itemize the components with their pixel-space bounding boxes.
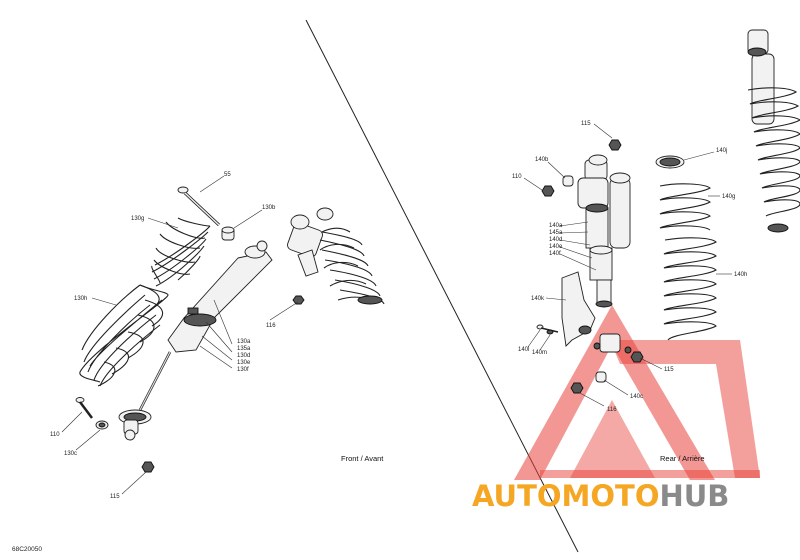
- label-140g: 140g: [722, 194, 735, 200]
- front-bolt-110: [75, 397, 93, 419]
- rear-spring-140g: [659, 183, 711, 231]
- front-washer-130c: [95, 420, 109, 430]
- front-spring-130h: [79, 284, 169, 387]
- rear-nut-115-lower: [630, 351, 644, 363]
- label-140b: 140b: [535, 157, 549, 163]
- rear-clevis: [593, 333, 632, 354]
- label-140j: 140j: [716, 148, 727, 154]
- rear-bushing-140b: [562, 175, 574, 187]
- rear-nut-110: [541, 185, 555, 197]
- label-140m: 140m: [532, 350, 547, 356]
- watermark-inner-triangle: [570, 400, 655, 478]
- rear-shock-group: 115 140b 110 140j 140g 140a 145a 140d 14…: [512, 29, 800, 463]
- label-140l: 140l: [518, 347, 529, 353]
- label-55: 55: [224, 172, 231, 178]
- front-nut-116: [292, 295, 305, 305]
- label-115-rear-lower: 115: [664, 367, 674, 373]
- front-nut-115: [141, 461, 155, 473]
- rear-leader-lines: [523, 123, 732, 407]
- label-115-rear-top: 115: [581, 121, 591, 127]
- label-140f: 140f: [549, 251, 561, 257]
- label-130e: 130e: [237, 360, 251, 366]
- label-140c: 140c: [630, 394, 643, 400]
- rear-washer-140m: [546, 329, 554, 335]
- label-130d: 130d: [237, 353, 250, 359]
- rear-bracket-140k: [561, 271, 596, 347]
- watermark-base: [540, 470, 760, 478]
- label-145a: 145a: [549, 230, 563, 236]
- label-140k: 140k: [531, 296, 545, 302]
- front-spring-130g: [151, 217, 211, 287]
- front-leader-lines: [61, 175, 299, 495]
- label-130a: 130a: [237, 339, 251, 345]
- label-115-front: 115: [110, 494, 120, 500]
- front-caption: Front / Avant: [341, 454, 384, 463]
- rear-nut-116: [570, 382, 584, 394]
- watermark-text-automoto: AUTOMOTO: [472, 479, 659, 513]
- rear-bushing-140c: [595, 371, 607, 383]
- rear-shock-body: [577, 154, 631, 308]
- rear-ring-140j: [655, 155, 685, 169]
- watermark-outer-triangle: [514, 305, 715, 480]
- watermark-text: AUTOMOTOHUB: [472, 479, 729, 513]
- label-130f: 130f: [237, 367, 249, 373]
- front-bolt-55: [177, 186, 221, 227]
- label-130c: 130c: [64, 451, 77, 457]
- label-130h: 130h: [74, 296, 87, 302]
- label-130b: 130b: [262, 205, 276, 211]
- front-shock-body: [118, 240, 273, 441]
- label-116-front: 116: [266, 323, 276, 329]
- label-140h: 140h: [734, 272, 747, 278]
- watermark-right-stroke: [610, 340, 760, 478]
- front-shock-assembled: [287, 207, 385, 305]
- label-116-rear: 116: [607, 407, 617, 413]
- label-140e: 140e: [549, 244, 563, 250]
- label-140d: 140d: [549, 237, 562, 243]
- rear-caption: Rear / Arrière: [660, 454, 705, 463]
- front-shock-group: 55 130b 130g 130h 116 130a 135a 130d 130…: [50, 172, 385, 500]
- label-135a: 135a: [237, 346, 251, 352]
- label-140a: 140a: [549, 223, 563, 229]
- automotohub-watermark-logo: [514, 305, 760, 480]
- rear-spring-140h: [663, 237, 717, 341]
- label-110-front: 110: [50, 432, 60, 438]
- label-130g: 130g: [131, 216, 144, 222]
- rear-shock-assembled: [747, 29, 800, 233]
- rear-nut-115: [608, 139, 622, 151]
- diagram-code: 68C20050: [12, 546, 42, 553]
- front-bushing-130b: [221, 226, 235, 241]
- watermark-text-hub: HUB: [659, 479, 729, 513]
- label-110-rear: 110: [512, 174, 522, 180]
